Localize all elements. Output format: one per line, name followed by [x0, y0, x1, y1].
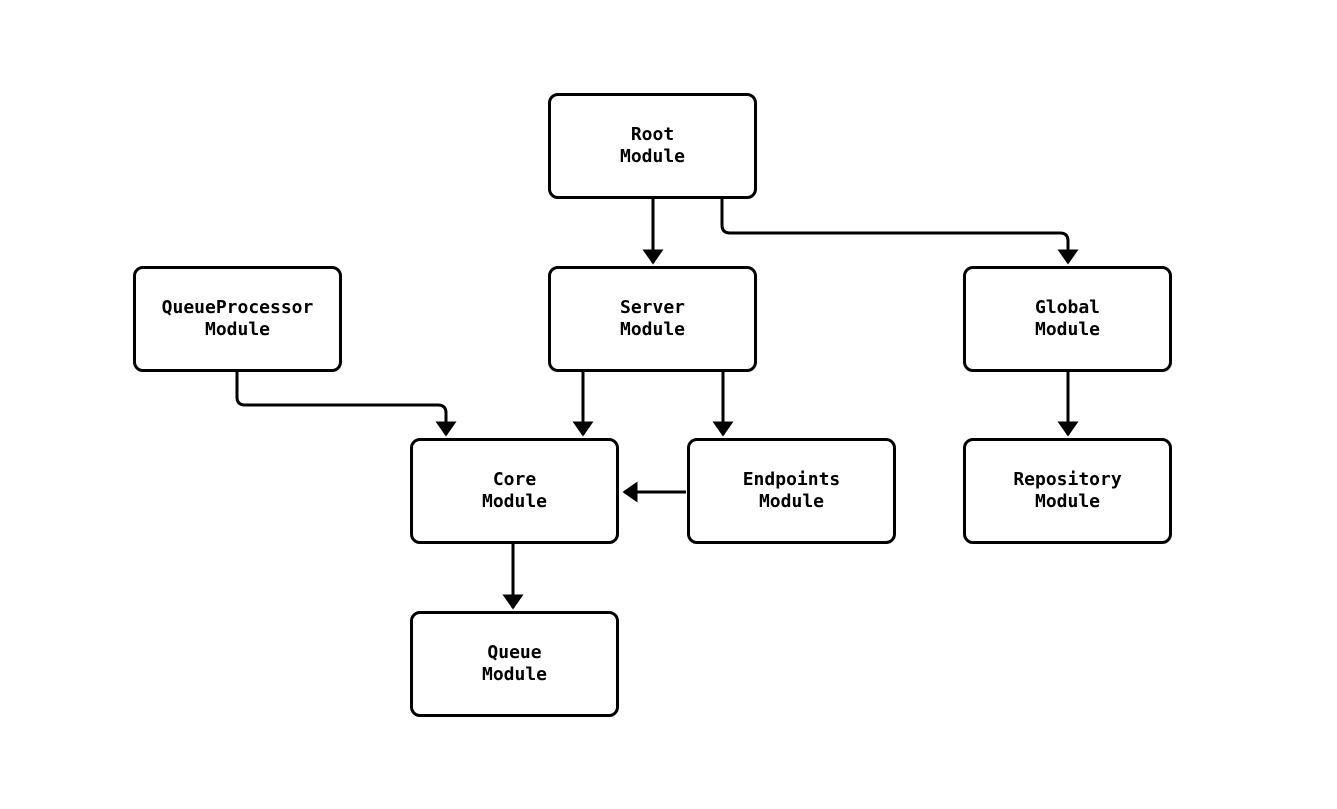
- node-core-module-label: Core Module: [481, 469, 548, 512]
- node-queueprocessor-module: QueueProcessor Module: [133, 266, 342, 372]
- node-server-module-label: Server Module: [619, 297, 686, 340]
- node-queueprocessor-module-label: QueueProcessor Module: [161, 297, 314, 340]
- node-core-module: Core Module: [410, 438, 619, 544]
- node-server-module: Server Module: [548, 266, 757, 372]
- edge-queueprocessor-to-core: [235, 372, 457, 437]
- node-global-module: Global Module: [963, 266, 1172, 372]
- node-queue-module: Queue Module: [410, 611, 619, 717]
- edge-root-to-global: [720, 199, 1079, 265]
- node-root-module: Root Module: [548, 93, 757, 199]
- node-root-module-label: Root Module: [619, 124, 686, 167]
- node-endpoints-module: Endpoints Module: [687, 438, 896, 544]
- node-queue-module-label: Queue Module: [481, 642, 548, 685]
- node-endpoints-module-label: Endpoints Module: [742, 469, 841, 512]
- node-repository-module: Repository Module: [963, 438, 1172, 544]
- node-global-module-label: Global Module: [1034, 297, 1101, 340]
- node-repository-module-label: Repository Module: [1013, 469, 1122, 512]
